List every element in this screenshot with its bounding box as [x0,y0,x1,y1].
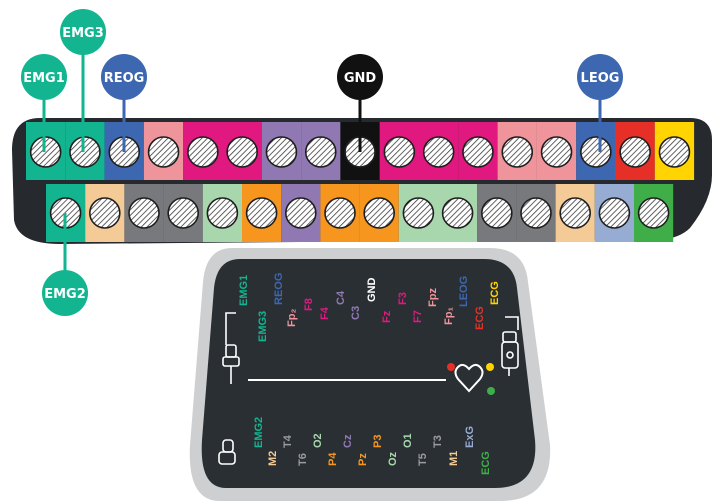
right-slider-icon [501,316,519,376]
top-socket-11 [422,136,455,168]
top-socket-13 [501,136,534,168]
bottom-socket-5 [206,197,239,229]
bottom-socket-11 [441,197,474,229]
top-socket-16 [619,136,651,168]
callout-leog: LEOG [577,54,623,152]
callout-gnd: GND [337,54,383,152]
top-socket-2 [69,136,101,168]
label-f3: F3 [397,292,409,305]
callout-emg1: EMG1 [21,54,67,152]
bottom-socket-3 [128,197,160,229]
label-t3: T3 [432,435,444,448]
label-t5: T5 [417,453,429,466]
top-socket-7 [265,136,298,168]
label-gnd: GND [366,278,378,303]
label-c3: C3 [350,306,362,320]
label-p4: P4 [327,452,339,466]
label-c4: C4 [335,290,347,305]
heart-icon [454,363,484,393]
recorder-device: EMG1 EMG3 REOG Fp₂ F8 F4 C4 C3 GND Fz F3… [189,248,551,501]
green-indicator-dot [487,387,495,395]
callout-emg2-label: EMG2 [44,287,86,302]
top-socket-6 [226,136,258,168]
top-socket-5 [187,136,219,168]
bottom-socket-10 [402,197,435,229]
label-f7: F7 [412,310,424,323]
label-oz: Oz [387,451,399,466]
callout-emg1-label: EMG1 [23,71,65,86]
label-emg2: EMG2 [253,417,265,448]
label-m2: M2 [267,451,279,466]
yellow-indicator-dot [486,363,494,371]
label-emg1: EMG1 [238,275,250,306]
label-ecg-red: ECG [474,306,486,330]
label-fp2: Fp₂ [286,309,298,327]
bottom-socket-15 [598,197,631,229]
bottom-socket-6 [245,197,278,229]
callout-emg3: EMG3 [60,9,106,152]
label-ecg-yellow: ECG [489,281,501,305]
top-electrode-row [26,122,695,180]
callout-reog-label: REOG [104,71,145,86]
label-o1: O1 [402,433,414,448]
label-m1: M1 [448,451,460,466]
device-panel [201,259,536,488]
label-o2: O2 [312,433,324,448]
connector-block [12,118,712,244]
top-socket-1 [29,136,62,168]
bottom-socket-14 [559,197,592,229]
bottom-socket-9 [363,197,396,229]
top-socket-17 [658,136,691,168]
label-t4: T4 [282,434,294,448]
label-exg: ExG [464,426,476,448]
top-socket-12 [462,136,494,168]
callout-reog: REOG [101,54,147,152]
bottom-channel-labels: EMG2 M2 T4 T6 O2 P4 Cz Pz P3 Oz O1 T5 T3… [253,417,492,475]
bottom-socket-7 [284,197,317,229]
top-socket-4 [147,136,180,168]
bottom-socket-12 [480,197,513,229]
top-socket-8 [304,136,337,168]
label-fz: Fz [381,310,393,323]
top-socket-10 [383,136,416,168]
top-socket-15 [580,136,612,168]
callout-emg3-label: EMG3 [62,26,104,41]
bottom-socket-13 [520,197,552,229]
label-leog: LEOG [458,276,470,307]
label-f4: F4 [319,306,331,320]
label-pz: Pz [357,453,369,466]
label-t6: T6 [297,453,309,466]
left-slider-icon [222,312,240,384]
bottom-electrode-row [46,184,674,242]
callout-leog-label: LEOG [581,71,620,86]
red-indicator-dot [447,363,455,371]
label-emg3: EMG3 [257,311,269,342]
label-reog: REOG [273,273,285,305]
label-ecg-green: ECG [480,451,492,475]
label-p3: P3 [372,435,384,448]
label-f8: F8 [303,298,315,311]
bottom-socket-8 [324,197,356,229]
top-channel-labels: EMG1 EMG3 REOG Fp₂ F8 F4 C4 C3 GND Fz F3… [238,273,501,342]
callout-gnd-label: GND [344,71,377,86]
bottom-socket-2 [89,197,121,229]
top-socket-14 [540,136,573,168]
label-fpz: Fpz [427,288,439,307]
label-fp1: Fp₁ [443,307,455,325]
bottom-socket-4 [167,197,199,229]
label-cz: Cz [342,434,354,448]
callout-emg2: EMG2 [42,213,88,316]
connector-port-icon [218,439,236,465]
bottom-socket-16 [637,197,670,229]
